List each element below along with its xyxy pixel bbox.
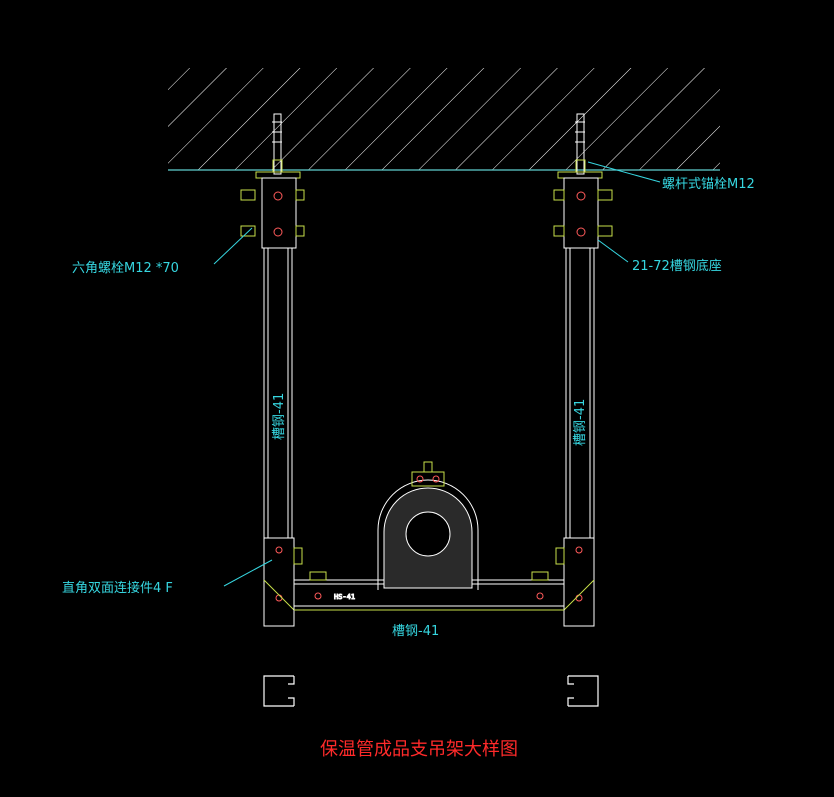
- ceiling-slab: [168, 68, 720, 171]
- left-channel-base: [240, 171, 305, 249]
- label-channel-left: 槽钢-41: [272, 393, 287, 440]
- label-channel-right: 槽钢-41: [573, 399, 588, 446]
- channel-section-left: [263, 675, 295, 707]
- right-channel-base: [553, 171, 613, 249]
- label-connector: 直角双面连接件4 F: [62, 580, 173, 596]
- right-corner-connector: [555, 537, 595, 627]
- pipe-clamp: [377, 461, 479, 590]
- bottom-horizontal-channel: HS-41: [293, 571, 565, 611]
- label-hex-bolt: 六角螺栓M12 *70: [72, 261, 179, 276]
- drawing-title: 保温管成品支吊架大样图: [320, 739, 518, 760]
- label-channel-base: 21-72槽钢底座: [632, 258, 722, 274]
- leader-lines: [213, 161, 661, 587]
- label-anchor-bolt: 螺杆式锚栓M12: [662, 177, 755, 192]
- right-vertical-channel: [565, 247, 595, 539]
- channel-section-right: [567, 675, 599, 707]
- label-channel-bottom: 槽钢-41: [392, 624, 439, 639]
- left-corner-connector: [263, 537, 303, 627]
- svg-text:HS-41: HS-41: [334, 593, 355, 601]
